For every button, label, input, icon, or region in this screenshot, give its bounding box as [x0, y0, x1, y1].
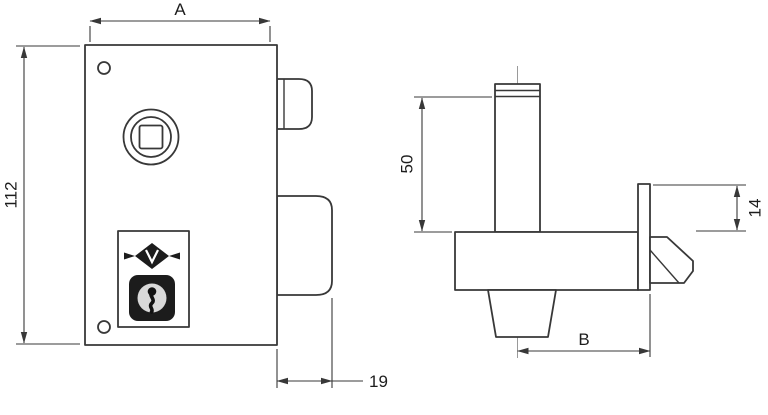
dimension-label-height: 112	[2, 181, 21, 208]
dimension-label-cylinder-to-case: 50	[398, 155, 417, 174]
dimension-bolt-projection: 19	[276, 298, 388, 391]
bolt-nose	[649, 236, 694, 284]
dimension-height: 112	[2, 45, 80, 345]
bolt-bevel-seam	[649, 249, 680, 284]
front-view: A 112 19	[2, 0, 388, 391]
dimension-width: A	[89, 0, 271, 42]
deadbolt-front	[276, 195, 333, 296]
dimension-label-bolt-projection: 19	[369, 372, 388, 391]
keyway-slot	[148, 289, 155, 314]
latch-bolt-front	[276, 78, 313, 130]
faceplate	[637, 183, 651, 291]
brand-wing-left	[124, 252, 135, 260]
dimension-label-faceplate-offset: 14	[746, 199, 765, 218]
follower-square-spindle	[138, 124, 164, 150]
screw-hole-top	[97, 61, 111, 75]
key-cylinder	[129, 275, 175, 321]
latch-block	[487, 289, 557, 338]
brand-wing-right	[169, 252, 180, 260]
dimension-label-backset: B	[578, 330, 589, 349]
dimension-backset: B	[517, 294, 651, 357]
brand-chevron	[145, 249, 159, 265]
cylinder-stem	[494, 83, 541, 233]
screw-hole-bottom	[97, 320, 111, 334]
dimension-faceplate-offset: 14	[653, 184, 765, 232]
dimension-label-width: A	[174, 0, 186, 19]
brand-logo	[124, 243, 180, 269]
side-view: 50 14 B	[398, 66, 765, 358]
lock-body	[84, 44, 278, 346]
case-profile	[454, 231, 639, 291]
brand-diamond	[135, 243, 169, 269]
dimension-cylinder-to-case: 50	[398, 96, 492, 233]
